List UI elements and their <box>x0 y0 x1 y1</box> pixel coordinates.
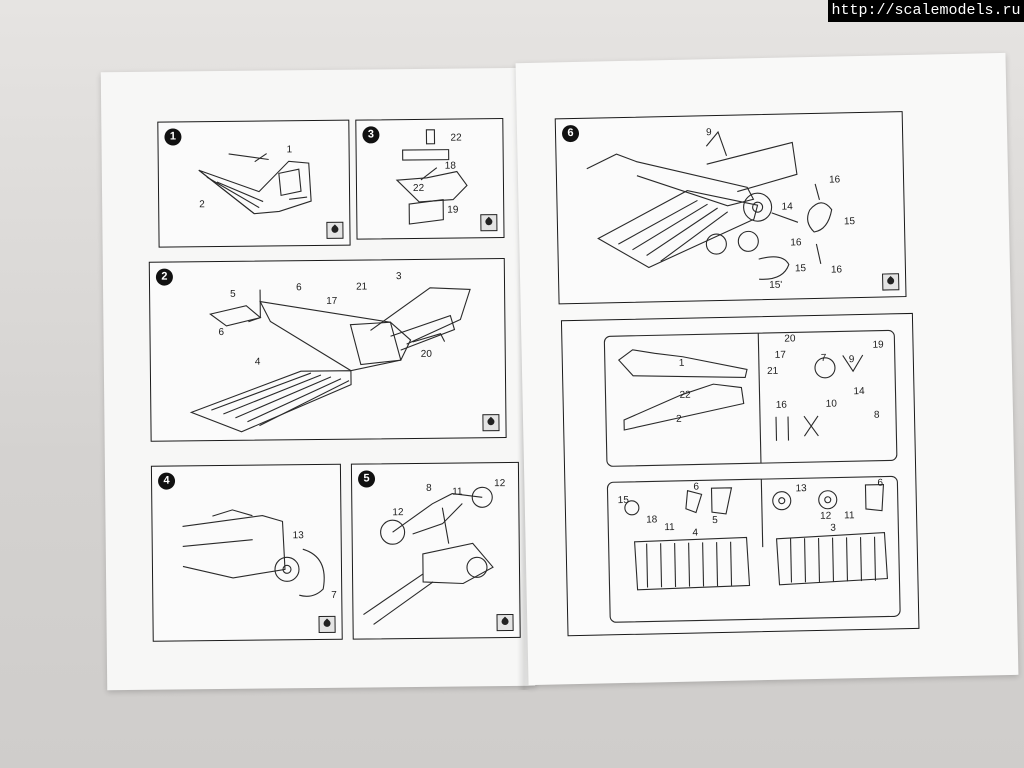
sprue-part-label: 15 <box>617 494 629 507</box>
instruction-page-right: 6 9 16 14 15 16 15 15' 16 <box>515 52 1019 686</box>
sprue-part-label: 2 <box>675 413 682 425</box>
tail-assembly-drawing <box>395 129 468 225</box>
sprue-part-label: 20 <box>784 333 796 345</box>
engine-cowl-drawing <box>182 509 325 597</box>
sprue-part-label: 13 <box>795 483 807 495</box>
part-label: 2 <box>199 199 205 211</box>
sprue-part-label: 11 <box>664 521 675 534</box>
sprue-part-label: 9 <box>848 354 855 366</box>
part-label: 6 <box>218 326 225 339</box>
paint-drop-icon <box>326 221 344 239</box>
paint-drop-icon <box>482 414 500 432</box>
part-label: 13 <box>292 530 304 542</box>
aircraft-final-drawing <box>586 130 833 280</box>
step-1-panel: 1 1 2 <box>157 119 351 248</box>
paint-drop-icon <box>480 214 498 232</box>
part-label: 16 <box>828 174 841 186</box>
step-5-panel: 5 12 8 11 12 <box>350 461 521 640</box>
step-4-panel: 4 13 7 <box>150 463 343 642</box>
part-label: 15' <box>769 279 783 291</box>
instruction-page-left: 1 1 2 3 22 18 22 19 2 <box>100 67 536 691</box>
part-label: 9 <box>705 127 712 139</box>
part-label: 21 <box>355 281 368 293</box>
part-label: 8 <box>426 482 432 494</box>
sprue-part-label: 5 <box>712 515 718 527</box>
sprue-part-label: 4 <box>692 527 699 539</box>
landing-gear-drawing <box>363 486 494 625</box>
sprue-part-label: 6 <box>877 477 884 489</box>
paint-drop-icon <box>496 613 514 632</box>
sprue-part-label: 7 <box>820 352 827 364</box>
step-2-panel: 2 3 5 6 6 17 21 4 20 <box>148 258 507 442</box>
part-label: 7 <box>331 589 337 601</box>
paint-drop-icon <box>882 273 900 291</box>
part-label: 4 <box>254 356 261 368</box>
part-label: 15 <box>843 216 856 228</box>
sprue-part-label: 8 <box>873 409 880 421</box>
part-label: 22 <box>450 132 462 144</box>
part-label: 11 <box>452 486 463 498</box>
sprue-upper-drawing <box>603 329 901 623</box>
sprue-part-label: 14 <box>853 385 865 398</box>
part-label: 12 <box>494 478 506 490</box>
part-label: 14 <box>781 201 793 213</box>
sprue-part-label: 17 <box>774 349 786 361</box>
sprue-part-label: 10 <box>825 398 837 410</box>
part-label: 6 <box>295 282 302 294</box>
sprue-part-label: 6 <box>693 481 700 493</box>
part-label: 12 <box>392 507 404 519</box>
sprue-part-label: 1 <box>678 357 685 369</box>
part-label: 3 <box>395 271 402 283</box>
fuselage-front-drawing <box>198 153 312 215</box>
sprue-part-label: 16 <box>775 399 788 411</box>
part-label: 22 <box>412 182 425 194</box>
sprue-part-label: 18 <box>646 514 658 526</box>
sprue-part-label: 19 <box>872 339 884 351</box>
step-6-panel: 6 9 16 14 15 16 15 15' 16 <box>554 111 907 305</box>
sprue-part-label: 21 <box>766 365 779 377</box>
part-label: 20 <box>420 348 432 360</box>
watermark-url: http://scalemodels.ru <box>828 0 1024 22</box>
sprue-layout-panel: 1 2 20 17 7 9 19 21 22 16 10 14 8 15 18 … <box>560 312 920 637</box>
fuselage-wing-drawing <box>189 287 471 433</box>
part-label: 17 <box>326 295 338 307</box>
part-label: 1 <box>286 144 293 156</box>
paint-drop-icon <box>318 615 336 634</box>
part-label: 16 <box>830 264 843 276</box>
part-label: 5 <box>230 288 236 300</box>
sprue-part-label: 12 <box>819 510 832 522</box>
part-label: 19 <box>447 204 459 216</box>
part-label: 16 <box>790 237 802 249</box>
sprue-part-label: 22 <box>679 389 691 401</box>
part-label: 18 <box>444 160 456 172</box>
sprue-part-label: 11 <box>843 510 855 522</box>
step-3-panel: 3 22 18 22 19 <box>355 118 505 240</box>
sprue-part-label: 3 <box>830 522 837 534</box>
part-label: 15 <box>794 263 807 275</box>
